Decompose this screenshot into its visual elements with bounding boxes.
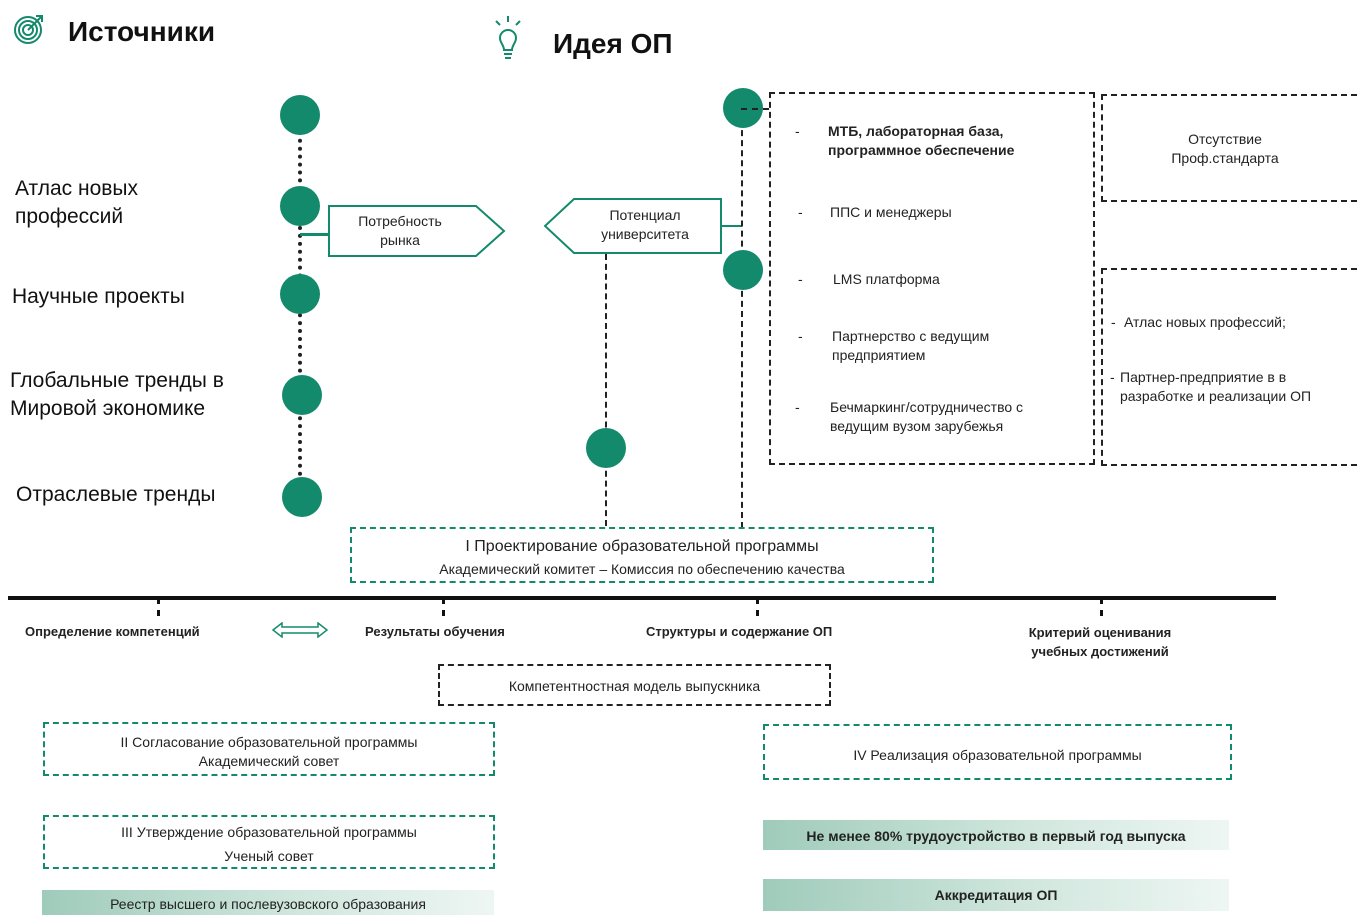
node-dot	[280, 95, 320, 135]
resource-bullet: -	[798, 204, 803, 220]
resources-box	[769, 92, 1095, 465]
timeline-tick	[1100, 598, 1103, 616]
stage2-title: II Согласование образовательной программ…	[120, 734, 418, 750]
timeline-tick	[157, 598, 160, 616]
timeline-tick	[756, 598, 759, 616]
accreditation-bar	[763, 879, 1229, 911]
partner-box	[1101, 268, 1357, 466]
resource-benchmark: Бечмаркинг/сотрудничество с ведущим вузо…	[830, 399, 1024, 434]
source-atlas: Атлас новых профессий	[15, 177, 138, 228]
graduate-model-box	[438, 664, 831, 706]
stage3-box	[43, 815, 495, 869]
graduate-model-label: Компетентностная модель выпускника	[508, 678, 761, 694]
stage1-title: I Проектирование образовательной програм…	[465, 538, 819, 555]
timeline-competencies: Определение компетенций	[25, 624, 200, 639]
node-dot	[586, 428, 626, 468]
stage4-title: IV Реализация образовательной программы	[853, 747, 1142, 763]
mid-connector	[605, 254, 607, 526]
potential-connector	[720, 225, 742, 227]
registry-bar	[42, 890, 494, 915]
stage2-box	[43, 722, 495, 776]
employment-label: Не менее 80% трудоустройство в первый го…	[806, 828, 1186, 844]
atlas-label: Атлас новых профессий;	[1124, 314, 1286, 330]
resource-staff: ППС и менеджеры	[830, 204, 952, 220]
resources-connector	[741, 108, 769, 110]
market-need-label: Потребность рынка	[358, 213, 442, 248]
stage4-box	[763, 724, 1232, 780]
timeline-outcomes: Результаты обучения	[365, 624, 505, 639]
no-standard-label: Отсутствие Проф.стандарта	[1171, 131, 1279, 166]
accreditation-label: Аккредитация ОП	[934, 887, 1058, 903]
resource-lms: LMS платформа	[833, 271, 940, 287]
side-bullet: -	[1110, 369, 1115, 385]
node-dot	[282, 375, 322, 415]
node-dot	[280, 186, 320, 226]
resource-mtb: МТБ, лабораторная база, программное обес…	[828, 123, 1015, 158]
timeline-axis	[8, 596, 1276, 600]
double-arrow-icon	[271, 621, 329, 643]
resource-bullet: -	[795, 123, 800, 139]
lightbulb-icon	[490, 14, 526, 64]
market-need-arrow	[328, 205, 506, 257]
source-industry: Отраслевые тренды	[16, 483, 216, 506]
university-potential-label: Потенциал университета	[601, 207, 689, 242]
stage1-box	[350, 527, 934, 583]
employment-bar	[763, 820, 1229, 850]
no-standard-box	[1101, 94, 1357, 202]
stage3-subtitle: Ученый совет	[224, 848, 314, 864]
timeline-tick	[442, 598, 445, 616]
resource-bullet: -	[798, 271, 803, 287]
sources-heading: Источники	[68, 16, 216, 47]
node-dot	[280, 274, 320, 314]
resource-bullet: -	[795, 399, 800, 415]
right-connector	[741, 110, 743, 528]
source-science: Научные проекты	[12, 285, 185, 308]
timeline-criteria: Критерий оценивания учебных достижений	[1028, 625, 1172, 659]
stage1-subtitle: Академический комитет – Комиссия по обес…	[439, 561, 845, 577]
registry-label: Реестр высшего и послевузовского образов…	[110, 896, 426, 912]
source-global: Глобальные тренды в Мировой экономике	[10, 369, 224, 420]
node-dot	[282, 477, 322, 517]
resource-bullet: -	[798, 328, 803, 344]
stage2-subtitle: Академический совет	[198, 753, 340, 769]
timeline-structure: Структуры и содержание ОП	[646, 624, 833, 639]
idea-heading: Идея ОП	[553, 28, 673, 59]
stage3-title: III Утверждение образовательной программ…	[121, 824, 417, 840]
market-connector	[300, 233, 330, 236]
side-bullet: -	[1111, 314, 1116, 330]
target-icon	[12, 12, 46, 46]
partner-label: Партнер-предприятие в в разработке и реа…	[1120, 369, 1312, 404]
resource-partner: Партнерство с ведущим предприятием	[832, 328, 990, 363]
node-dot	[723, 250, 763, 290]
